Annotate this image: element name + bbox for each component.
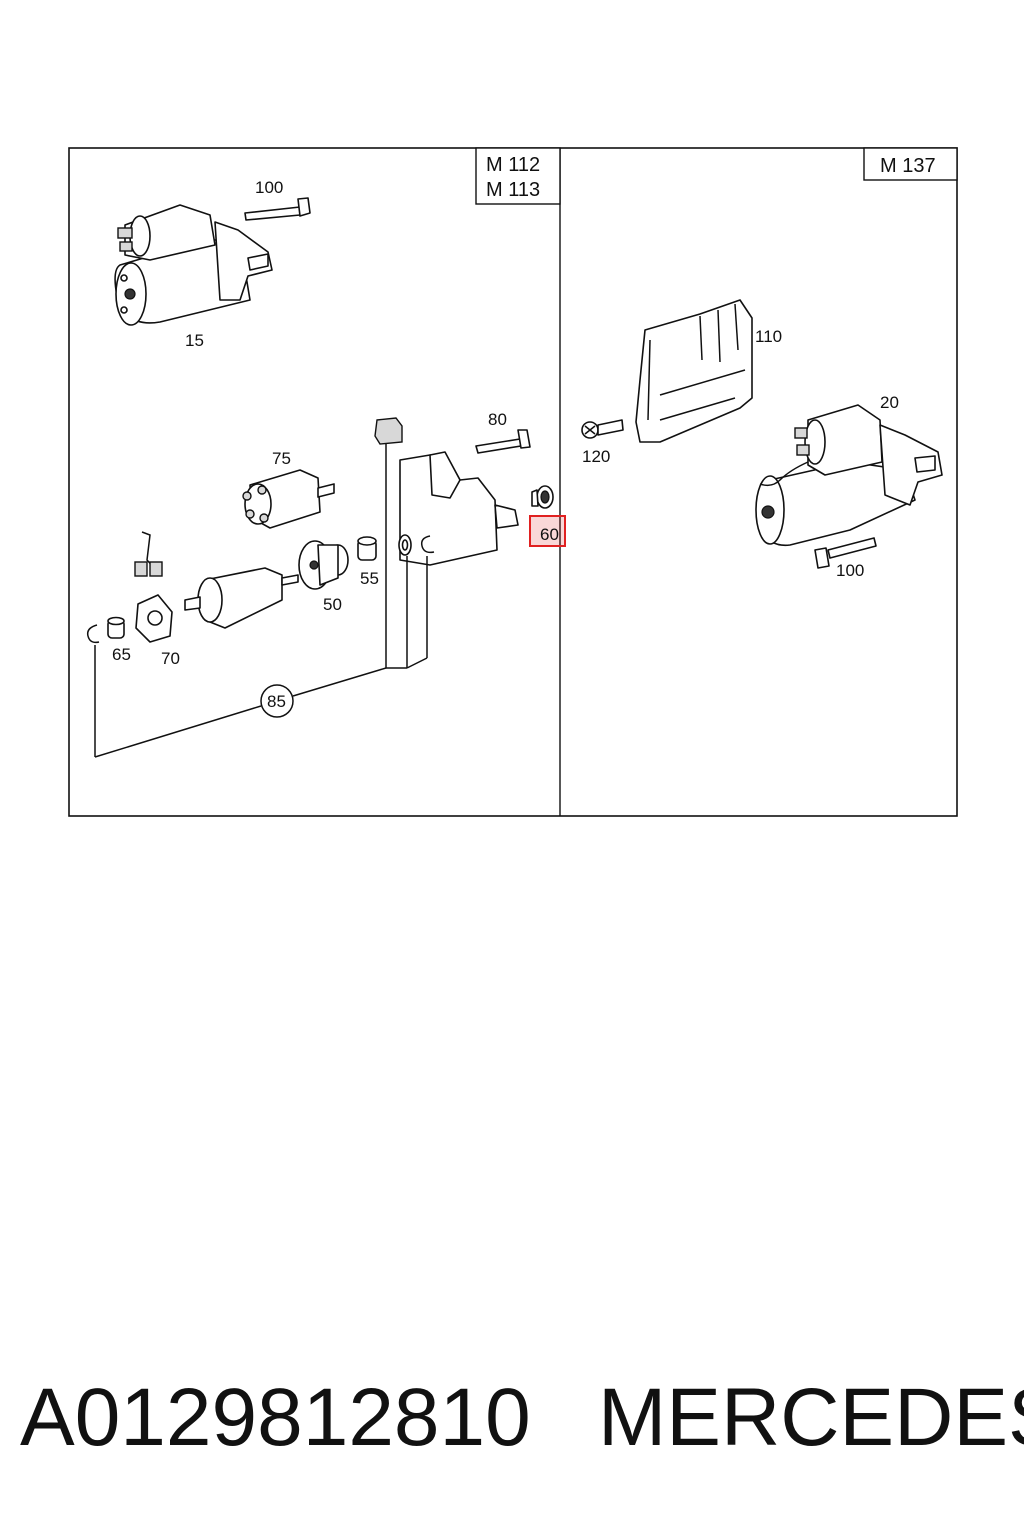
pinion-50	[298, 540, 349, 590]
callout-100-right: 100	[836, 561, 864, 580]
housing-center	[399, 451, 519, 566]
armature	[184, 567, 299, 629]
engine-label-right: M 137	[863, 147, 958, 181]
engine-label-m137: M 137	[880, 155, 936, 177]
kit-piece-top	[374, 417, 403, 445]
footer-caption: A0129812810 MERCEDES	[20, 1368, 1024, 1468]
engine-label-m113: M 113	[486, 179, 540, 201]
callout-80: 80	[488, 410, 507, 429]
part-number: A0129812810	[20, 1372, 531, 1463]
callout-20: 20	[880, 393, 899, 412]
callout-100-left: 100	[255, 178, 283, 197]
callout-70: 70	[161, 649, 180, 668]
engine-label-m112: M 112	[486, 154, 540, 176]
callout-85: 85	[267, 692, 286, 711]
callout-110: 110	[755, 327, 782, 346]
bushing-60	[531, 485, 554, 509]
bushing-55	[357, 536, 377, 561]
solenoid-75	[242, 469, 335, 529]
engine-label-left: M 112 M 113	[475, 147, 561, 205]
callout-65: 65	[112, 645, 131, 664]
brush-holder-70	[134, 531, 173, 643]
washer-85a	[398, 534, 412, 556]
screw-120	[581, 419, 624, 439]
callout-75: 75	[272, 449, 291, 468]
bolt-100-right	[814, 537, 877, 569]
callout-circle-85	[260, 684, 294, 718]
heat-shield-110	[635, 299, 753, 443]
bolt-100-left	[244, 197, 311, 221]
callout-15: 15	[185, 331, 204, 350]
callout-50: 50	[323, 595, 342, 614]
starter-motor-15	[114, 204, 273, 326]
starter-motor-20	[755, 404, 943, 547]
callout-120: 120	[582, 447, 610, 466]
brand-name: MERCEDES	[598, 1372, 1024, 1463]
circlip-left	[86, 624, 100, 644]
sleeve-65	[107, 616, 125, 639]
highlight-box-60	[529, 515, 566, 547]
circlip-85b	[420, 535, 435, 554]
callout-60: 60	[540, 525, 559, 544]
bolt-80	[475, 429, 531, 454]
callout-55: 55	[360, 569, 379, 588]
leader-lines-85	[94, 444, 428, 758]
